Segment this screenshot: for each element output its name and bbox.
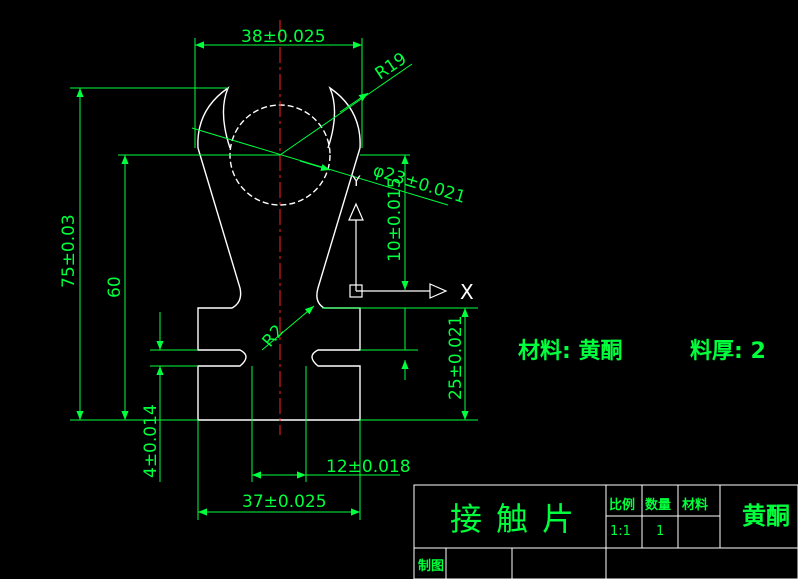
dim-top-width: 38±0.025: [241, 27, 326, 47]
dim-height-center: 60: [105, 276, 125, 298]
dim-radius-small: R2: [259, 321, 289, 351]
title-drawn-label: 制图: [418, 558, 444, 574]
title-quantity-label: 数量: [645, 497, 671, 513]
dim-height-total: 75±0.03: [59, 214, 79, 288]
dim-offset-10: 10±0.015: [385, 177, 405, 262]
dim-offset-25: 25±0.021: [446, 315, 466, 400]
dim-bottom-width: 37±0.025: [242, 492, 327, 512]
dimension-lines: [70, 38, 478, 520]
ucs-axis-icon: [348, 202, 448, 299]
part-outline: [197, 86, 361, 421]
title-material-value: 黄酮: [742, 502, 790, 530]
title-material-label: 材料: [682, 497, 708, 513]
note-material: 材料: 黄酮: [518, 339, 622, 364]
title-part-name: 接触片: [450, 500, 588, 538]
title-scale-label: 比例: [609, 497, 635, 513]
outline-left-jaw: [197, 147, 361, 421]
outline-left-horn: [197, 86, 231, 149]
dim-slot-width: 4±0.014: [141, 404, 161, 478]
x-axis-label: X: [460, 280, 474, 304]
title-quantity-value: 1: [656, 524, 664, 539]
title-block: [413, 484, 798, 579]
title-scale-value: 1:1: [610, 524, 631, 539]
note-thickness: 料厚: 2: [690, 339, 766, 364]
dim-neck-width: 12±0.018: [326, 457, 411, 477]
y-axis-label: Y: [351, 174, 361, 190]
outline-right-horn: [327, 86, 361, 149]
